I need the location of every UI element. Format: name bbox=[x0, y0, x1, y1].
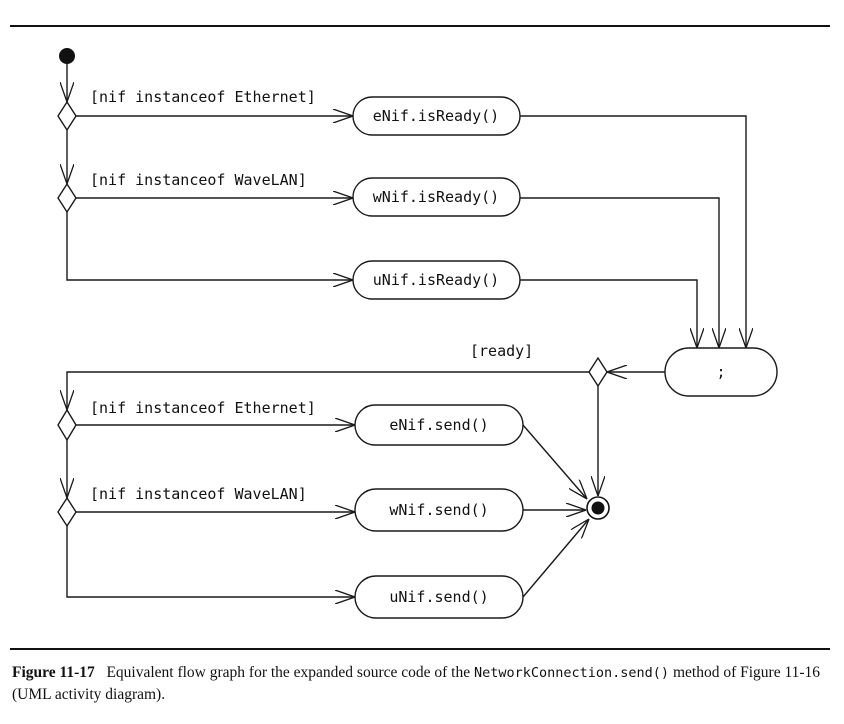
activity-unif-send-label: uNif.send() bbox=[389, 588, 488, 606]
initial-node bbox=[59, 48, 75, 64]
decision-diamond-1 bbox=[57, 100, 77, 132]
caption-text-after: method of Figure 11-16 (UML activity dia… bbox=[12, 664, 821, 703]
activity-wnif-send-label: wNif.send() bbox=[389, 501, 488, 519]
activity-enif-send-label: eNif.send() bbox=[389, 416, 488, 434]
decision-diamond-4 bbox=[57, 496, 77, 528]
figure-caption: Figure 11-17 Equivalent flow graph for t… bbox=[12, 662, 822, 705]
guard-bottom-ethernet: [nif instanceof Ethernet] bbox=[90, 399, 316, 417]
caption-text-before: Equivalent flow graph for the expanded s… bbox=[106, 664, 471, 681]
flow-to-unif-send bbox=[66, 526, 355, 597]
flow-wnif-isready-to-join bbox=[520, 197, 719, 348]
activity-wnif-isready bbox=[352, 177, 521, 217]
activity-wnif-isready-label: wNif.isReady() bbox=[373, 188, 499, 206]
activity-semicolon-label: ; bbox=[716, 363, 725, 381]
guard-bottom-wavelan: [nif instanceof WaveLAN] bbox=[90, 485, 307, 503]
flow-enif-send-to-final bbox=[522, 424, 587, 499]
guard-ready: [ready] bbox=[470, 342, 533, 360]
activity-enif-isready-label: eNif.isReady() bbox=[373, 107, 499, 125]
figure-number: Figure 11-17 bbox=[12, 664, 95, 681]
caption-code: NetworkConnection.send() bbox=[474, 665, 670, 681]
decision-diamond-ready bbox=[588, 356, 608, 388]
decision-diamond-3 bbox=[57, 408, 77, 442]
flow-ready-to-decision3 bbox=[67, 371, 589, 410]
decision-diamond-2 bbox=[57, 182, 77, 214]
guard-top-ethernet: [nif instanceof Ethernet] bbox=[90, 88, 316, 106]
flow-unif-send-to-final bbox=[522, 519, 589, 598]
activity-unif-isready-label: uNif.isReady() bbox=[373, 271, 499, 289]
flow-enif-isready-to-join bbox=[520, 115, 746, 348]
final-node bbox=[591, 501, 605, 515]
flow-to-unif-isready bbox=[66, 212, 353, 280]
flow-unif-isready-to-join bbox=[520, 279, 697, 348]
guard-top-wavelan: [nif instanceof WaveLAN] bbox=[90, 171, 307, 189]
